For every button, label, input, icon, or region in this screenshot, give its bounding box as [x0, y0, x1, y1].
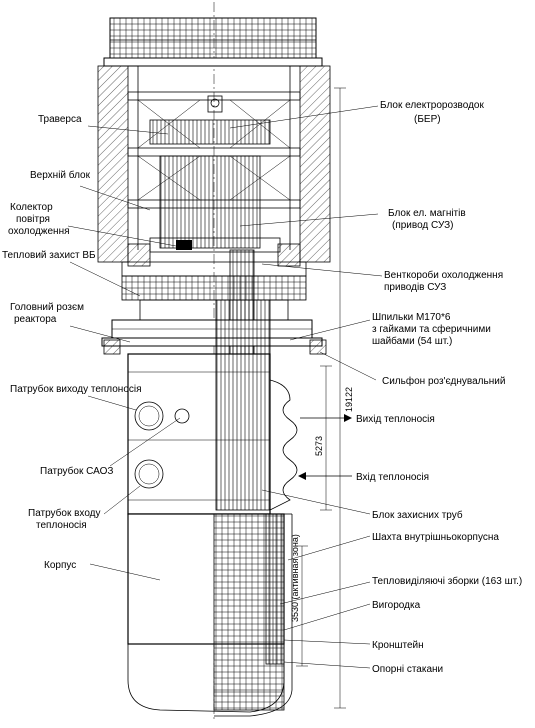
label-studs-nuts: з гайками та сферичними	[372, 323, 491, 335]
inlet-nozzle	[134, 459, 164, 489]
top-frame	[103, 17, 323, 67]
dim-nozzle: 5273	[314, 436, 324, 456]
label-main-flange: Головний розєм	[10, 302, 84, 313]
label-support-tubes: Опорні стакани	[372, 664, 443, 675]
label-eccs-nozzle: Патрубок САОЗ	[40, 465, 113, 477]
label-outlet-nozzle: Патрубок виходу теплоносія	[10, 383, 142, 395]
label-collector-cooling: охолодження	[8, 226, 70, 237]
label-vessel: Корпус	[44, 560, 76, 571]
vessel-lower	[127, 513, 293, 717]
label-thermal-shield: Тепловий захист ВБ	[2, 250, 96, 261]
label-inlet-nozzle: Патрубок входу	[28, 507, 101, 519]
label-bellows: Сильфон роз'єднувальний	[382, 375, 505, 387]
label-traverse: Траверса	[38, 114, 82, 125]
leader-lines-left	[67, 125, 181, 581]
label-core-barrel: Шахта внутрішньокорпусна	[372, 532, 499, 543]
dim-core: 3530 (активная зона)	[290, 534, 300, 622]
label-collector-air: повітря	[16, 214, 50, 225]
label-coolant-outlet: Вихід теплоносія	[356, 414, 435, 425]
dimension-lines	[296, 87, 352, 709]
label-magnet-block: Блок ел. магнітів	[388, 208, 466, 219]
outlet-nozzle	[134, 401, 164, 431]
label-collector: Колектор	[10, 202, 53, 213]
label-coolant-inlet: Вхід теплоносія	[356, 472, 429, 483]
label-baffle: Вигородка	[372, 600, 421, 611]
dim-overall: 19122	[344, 387, 354, 412]
label-protective-tubes: Блок захисних труб	[372, 509, 463, 521]
vessel-upper	[127, 353, 298, 515]
label-inlet-nozzle-coolant: теплоносія	[36, 520, 87, 531]
label-magnet-block-drive: (привод СУЗ)	[392, 220, 453, 231]
label-upper-block: Верхній блок	[30, 169, 91, 181]
label-fuel-assemblies: Тепловиділяючі зборки (163 шт.)	[372, 575, 522, 587]
upper-block-walls	[97, 65, 331, 267]
label-studs-washers: шайбами (54 шт.)	[372, 335, 452, 347]
label-main-flange-reactor: реактора	[14, 314, 57, 325]
label-wiring-block-abbr: (БЕР)	[414, 114, 441, 125]
leader-lines-right	[229, 105, 383, 669]
protective-tube-block	[215, 299, 271, 511]
label-bracket: Кронштейн	[372, 640, 424, 651]
label-wiring-block: Блок електророзводок	[380, 100, 484, 111]
label-studs: Шпильки М170*6	[372, 312, 451, 323]
eccs-nozzle	[174, 408, 190, 424]
label-vent-ducts-drives: приводів СУЗ	[384, 282, 446, 293]
label-vent-ducts: Венткороби охолодження	[384, 269, 503, 281]
upper-block-structure	[127, 66, 301, 253]
